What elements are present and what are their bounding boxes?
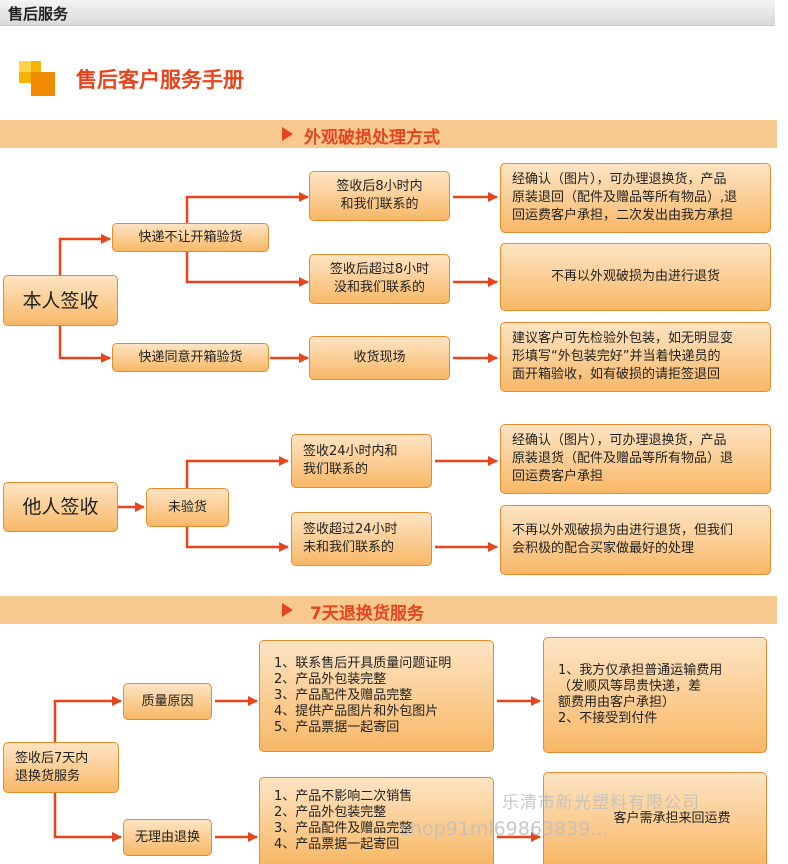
- box-label: 未验货: [167, 499, 207, 515]
- play-arrow-icon: [282, 603, 293, 617]
- quality-reason-box: 质量原因: [123, 683, 212, 720]
- courier-refuse-box: 快递不让开箱验货: [112, 223, 269, 252]
- box-label: 签收后超过8小时 没和我们联系的: [329, 262, 430, 295]
- box-label: 经确认（图片），可办理退换货，产品 原装退货（配件及赠品等所有物品）退 回运费客…: [512, 433, 734, 484]
- within-24h-result-box: 经确认（图片），可办理退换货，产品 原装退货（配件及赠品等所有物品）退 回运费客…: [500, 424, 771, 494]
- box-label: 不再以外观破损为由进行退货，但我们 会积极的配合买家做最好的处理: [512, 523, 734, 556]
- banner-title: 7天退换货服务: [310, 604, 424, 624]
- self-sign-box: 本人签收: [3, 275, 118, 326]
- box-label: 签收后8小时内 和我们联系的: [336, 179, 423, 212]
- box-label: 质量原因: [141, 693, 194, 709]
- logo-square-icon: [19, 61, 31, 72]
- quality-result-box: 1、我方仅承担普通运输费用 （发顺风等昂贵快递，差 额费用由客户承担） 2、不接…: [543, 637, 767, 753]
- seven-days-box: 签收后7天内 退换货服务: [3, 742, 119, 793]
- over-8h-result-box: 不再以外观破损为由进行退货: [500, 243, 771, 311]
- box-label: 不再以外观破损为由进行退货: [550, 269, 720, 284]
- over-24h-result-box: 不再以外观破损为由进行退货，但我们 会积极的配合买家做最好的处理: [500, 505, 771, 575]
- box-label: 签收24小时内和 我们联系的: [303, 444, 398, 477]
- section-banner: 7天退换货服务: [0, 596, 777, 624]
- box-label: 本人签收: [22, 289, 99, 312]
- no-reason-list-box: 1、产品不影响二次销售 2、产品外包装完整 3、产品配件及赠品完整 4、产品票据…: [259, 777, 494, 864]
- over-8h-box: 签收后超过8小时 没和我们联系的: [309, 254, 450, 304]
- section-banner: 外观破损处理方式: [0, 120, 777, 148]
- box-label: 快递不让开箱验货: [138, 229, 243, 245]
- quality-list-box: 1、联系售后开具质量问题证明 2、产品外包装完整 3、产品配件及赠品完整 4、提…: [259, 640, 494, 752]
- box-label: 1、产品不影响二次销售 2、产品外包装完整 3、产品配件及赠品完整 4、产品票据…: [274, 789, 413, 852]
- box-label: 1、我方仅承担普通运输费用 （发顺风等昂贵快递，差 额费用由客户承担） 2、不接…: [558, 663, 723, 726]
- top-bar: 售后服务: [0, 0, 775, 26]
- box-label: 1、联系售后开具质量问题证明 2、产品外包装完整 3、产品配件及赠品完整 4、提…: [274, 656, 452, 735]
- play-arrow-icon: [282, 127, 293, 141]
- on-site-box: 收货现场: [309, 336, 450, 380]
- no-reason-result-box: 客户需承担来回运费: [543, 772, 767, 864]
- on-site-result-box: 建议客户可先检验外包装，如无明显变 形填写“外包装完好”并当着快递员的 面开箱验…: [500, 322, 771, 392]
- box-label: 快递同意开箱验货: [138, 349, 243, 365]
- other-sign-box: 他人签收: [3, 482, 118, 532]
- box-label: 他人签收: [22, 496, 99, 518]
- box-label: 签收超过24小时 未和我们联系的: [303, 522, 398, 555]
- section-title: 售后服务: [8, 5, 69, 23]
- box-label: 收货现场: [353, 350, 406, 365]
- no-reason-box: 无理由退换: [123, 819, 212, 856]
- within-8h-box: 签收后8小时内 和我们联系的: [309, 171, 450, 221]
- manual-title: 售后客户服务手册: [76, 68, 244, 92]
- banner-title: 外观破损处理方式: [304, 128, 440, 148]
- within-24h-box: 签收24小时内和 我们联系的: [291, 434, 432, 488]
- box-label: 经确认（图片），可办理退换货，产品 原装退回（配件及赠品等所有物品）,退 回运费…: [512, 172, 738, 223]
- watermark-shop: shop91ml69863839...: [400, 818, 609, 840]
- box-label: 建议客户可先检验外包装，如无明显变 形填写“外包装完好”并当着快递员的 面开箱验…: [512, 331, 734, 382]
- not-inspected-box: 未验货: [146, 488, 229, 527]
- box-label: 无理由退换: [134, 829, 200, 845]
- box-label: 签收后7天内 退换货服务: [15, 750, 89, 784]
- logo-square-icon: [31, 72, 55, 96]
- over-24h-box: 签收超过24小时 未和我们联系的: [291, 512, 432, 566]
- within-8h-result-box: 经确认（图片），可办理退换货，产品 原装退回（配件及赠品等所有物品）,退 回运费…: [500, 163, 771, 233]
- box-label: 客户需承担来回运费: [613, 810, 731, 826]
- watermark-company: 乐清市新光塑料有限公司: [502, 793, 700, 813]
- courier-agree-box: 快递同意开箱验货: [112, 343, 269, 372]
